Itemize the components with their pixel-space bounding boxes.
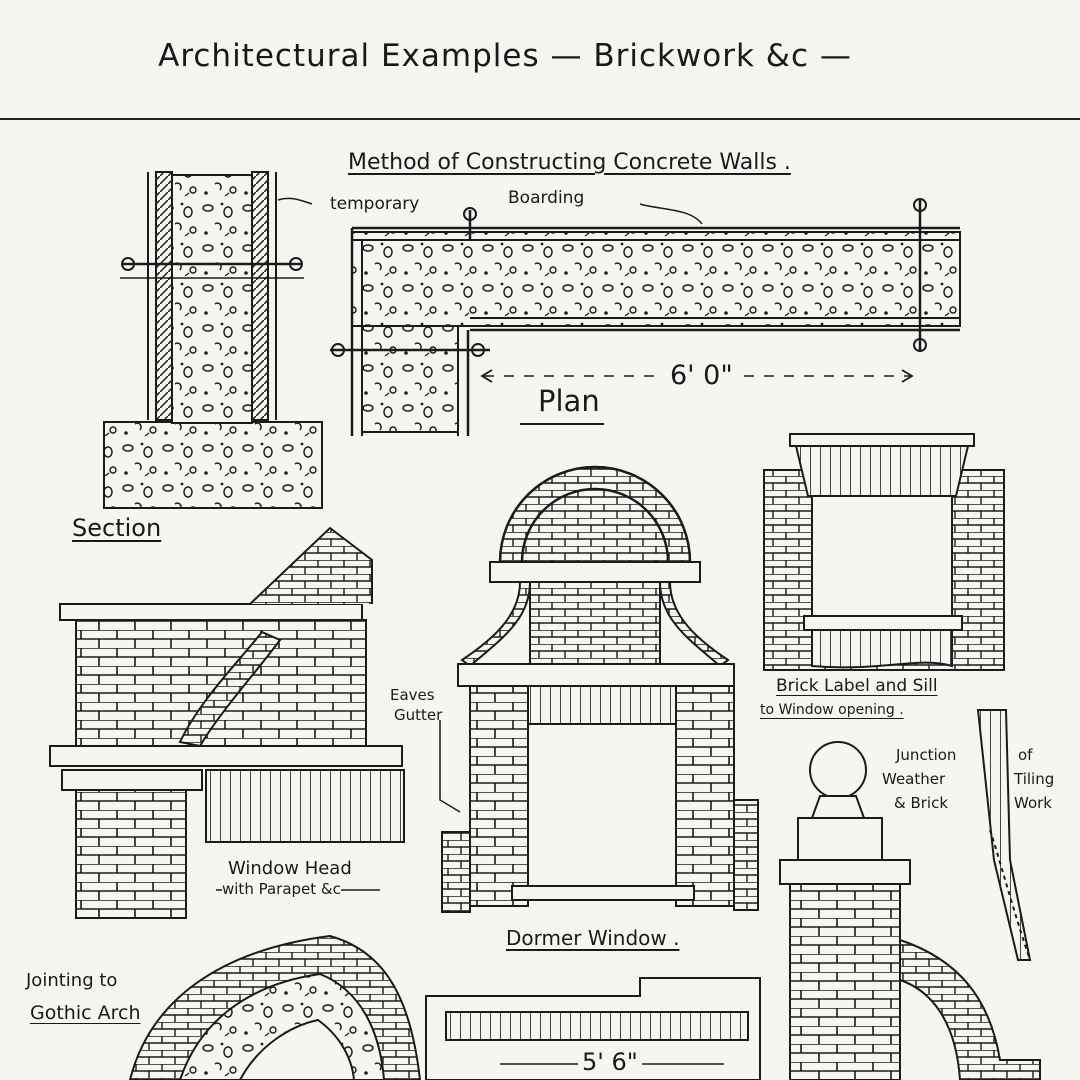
window-opening-label: to Window opening .	[760, 702, 904, 718]
brick-label-sill-drawing	[763, 433, 1005, 671]
page-title: Architectural Examples — Brickwork &c —	[158, 38, 852, 74]
window-head-label: Window Head	[228, 858, 352, 879]
brick-label: & Brick	[894, 794, 949, 812]
with-parapet-label: with Parapet &c	[222, 880, 341, 898]
window-head-parapet-drawing	[49, 526, 405, 919]
concrete-wall-section	[103, 171, 323, 509]
gate-pier-drawing	[779, 709, 1041, 1080]
gutter-label: Gutter	[394, 706, 443, 724]
eaves-label: Eaves	[390, 686, 435, 704]
tiling-label: Tiling	[1014, 770, 1055, 788]
cornice-drawing	[425, 977, 761, 1080]
work-label: Work	[1014, 794, 1052, 812]
dormer-window-drawing	[439, 465, 759, 913]
header-rule	[0, 118, 1080, 120]
of-label: of	[1018, 746, 1033, 764]
weather-label: Weather	[882, 770, 946, 788]
plan-label: Plan	[538, 384, 600, 418]
concrete-wall-plan	[330, 198, 961, 436]
bottom-dimension-label: 5' 6"	[578, 1048, 642, 1076]
gothic-arch-drawing	[128, 934, 422, 1080]
brick-label-sill-label: Brick Label and Sill	[776, 676, 938, 696]
gothic-line2-label: Gothic Arch	[30, 1002, 141, 1024]
gothic-line1-label: Jointing to	[26, 970, 118, 991]
boarding-label: Boarding	[508, 188, 585, 208]
concrete-walls-title: Method of Constructing Concrete Walls .	[348, 150, 791, 175]
junction-label: Junction	[896, 746, 957, 764]
temporary-label: temporary	[330, 194, 420, 214]
section-label: Section	[72, 514, 162, 542]
dimension-label: 6' 0"	[662, 360, 741, 391]
dormer-window-label: Dormer Window .	[506, 926, 680, 950]
